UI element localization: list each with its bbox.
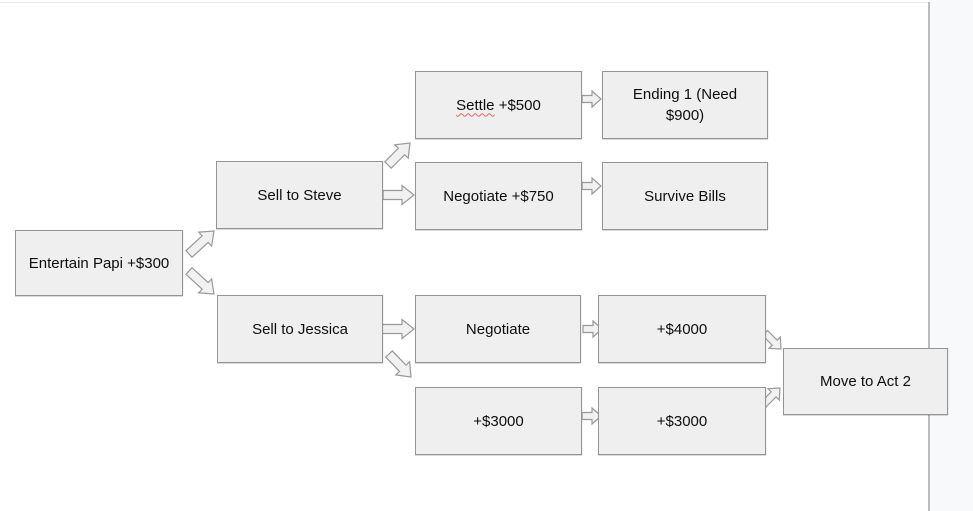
node-settle-500[interactable]: Settle +$500 (415, 71, 582, 139)
node-survive-bills[interactable]: Survive Bills (602, 162, 768, 230)
node-label: Ending 1 (Need $900) (632, 86, 738, 124)
misspelled-word: Settle (456, 96, 495, 114)
node-entertain-papi[interactable]: Entertain Papi +$300 (15, 230, 183, 296)
node-sell-to-jessica[interactable]: Sell to Jessica (217, 295, 383, 363)
node-label: Entertain Papi +$300 (28, 254, 170, 272)
arrow-steve-to-settle (383, 142, 411, 170)
node-label: Survive Bills (644, 187, 726, 205)
page-outside-background (930, 0, 973, 511)
arrow-steve-to-negotiate750 (382, 184, 415, 206)
arrow-3000a-to-3000b (581, 406, 602, 426)
node-negotiate[interactable]: Negotiate (415, 295, 581, 363)
node-label: Sell to Jessica (252, 320, 348, 338)
node-label: Sell to Steve (257, 186, 342, 204)
node-label-rest: +$500 (494, 96, 541, 114)
node-plus-3000-a[interactable]: +$3000 (415, 387, 582, 455)
node-sell-to-steve[interactable]: Sell to Steve (216, 161, 383, 229)
node-ending-1[interactable]: Ending 1 (Need $900) (602, 71, 768, 139)
arrow-4000-to-act2 (761, 329, 782, 350)
arrow-negotiate750-to-survive (581, 176, 602, 196)
node-label: Negotiate (465, 320, 531, 338)
arrow-settle-to-ending1 (581, 89, 602, 109)
arrow-entertain-to-jessica (185, 266, 215, 295)
arrow-negotiate-to-4000 (582, 319, 603, 339)
node-label: +$4000 (656, 320, 708, 338)
node-plus-4000[interactable]: +$4000 (598, 295, 766, 363)
node-label: Settle +$500 (456, 95, 541, 116)
node-label: Negotiate +$750 (443, 187, 554, 205)
node-label: +$3000 (473, 412, 524, 430)
page-top-border (0, 2, 928, 3)
arrow-jessica-to-3000a (384, 350, 412, 378)
node-plus-3000-b[interactable]: +$3000 (598, 387, 766, 455)
node-move-to-act-2[interactable]: Move to Act 2 (783, 348, 948, 415)
node-label: +$3000 (656, 412, 708, 430)
node-label: Move to Act 2 (820, 373, 911, 390)
node-negotiate-750[interactable]: Negotiate +$750 (415, 162, 582, 230)
arrow-entertain-to-steve (185, 230, 215, 259)
arrow-jessica-to-negotiate (381, 318, 415, 340)
page-edge-border (928, 2, 930, 511)
